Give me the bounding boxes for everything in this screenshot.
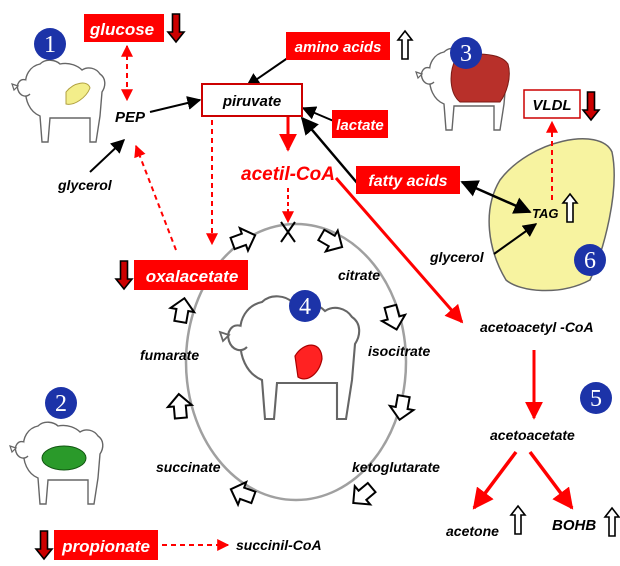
badge-1: 1	[34, 28, 66, 60]
blocked-icon	[280, 221, 296, 243]
ketoglutarate-label: ketoglutarate	[352, 459, 440, 475]
glycerol-tag-arrow	[493, 223, 538, 255]
acetil-acetoacetyl-arrow	[334, 177, 464, 324]
glucose-label: glucose	[89, 20, 154, 39]
svg-text:4: 4	[299, 294, 311, 320]
acetoacetate-label: acetoacetate	[490, 427, 575, 443]
cycle-arrow-icon	[344, 477, 381, 514]
acetil-coa-label: acetil-CoA	[241, 164, 335, 185]
oxalacetate-pep-arrow	[134, 144, 177, 251]
fumarate-label: fumarate	[140, 347, 199, 363]
propionate-label: propionate	[61, 537, 150, 556]
arrow-down-icon	[167, 13, 185, 43]
lactate-box	[332, 110, 388, 138]
svg-text:5: 5	[590, 386, 602, 412]
amino-acids-arrow	[245, 54, 293, 87]
cycle-arrow-icon	[314, 223, 350, 259]
acetoacetate-bohb-arrow	[528, 450, 574, 510]
badge-5: 5	[580, 382, 612, 414]
badge-6: 6	[574, 244, 606, 276]
propionate-box	[54, 530, 158, 560]
sheep-rumen-illustration	[9, 421, 104, 505]
pyruvate-box	[201, 83, 303, 117]
svg-text:6: 6	[584, 248, 596, 274]
arrow-down-icon	[582, 91, 600, 121]
oxalacetate-box	[134, 260, 248, 290]
sheep-center-illustration	[218, 295, 361, 421]
arrow-down-icon	[35, 530, 53, 560]
acetone-label: acetone	[446, 523, 499, 539]
vldl-box	[523, 89, 581, 119]
arrow-up-icon	[397, 30, 413, 60]
tca-cycle-ring	[184, 222, 408, 502]
cycle-arrow-icon	[386, 393, 417, 423]
fatty-acids-box	[356, 166, 460, 194]
amino-acids-label: amino acids	[295, 39, 382, 56]
tag-label: TAG	[532, 206, 558, 221]
bohb-label: BOHB	[552, 517, 596, 534]
succinil-coa-label: succinil-CoA	[236, 537, 322, 553]
oxalacetate-label: oxalacetate	[146, 267, 239, 286]
glycerol-left-label: glycerol	[57, 177, 113, 193]
arrow-down-icon	[115, 260, 133, 290]
acetoacetyl-coa-label: acetoacetyl -CoA	[480, 319, 594, 335]
acetoacetate-acetone-arrow	[472, 450, 518, 510]
svg-text:1: 1	[44, 32, 56, 58]
glycerol-pep-arrow	[89, 139, 126, 173]
fatty-acids-label: fatty acids	[368, 173, 447, 190]
fatty-acids-tag-arrow	[460, 180, 532, 214]
fatty-acids-pyruvate-arrow	[300, 116, 359, 185]
glycerol-right-label: glycerol	[429, 249, 485, 265]
pyruvate-label: piruvate	[222, 93, 281, 110]
badge-2: 2	[45, 387, 77, 419]
lactate-arrow	[301, 106, 337, 123]
badge-3: 3	[450, 37, 482, 69]
succinate-label: succinate	[156, 459, 221, 475]
glucose-box	[84, 14, 164, 42]
pep-pyruvate-arrow	[149, 96, 202, 113]
svg-text:2: 2	[55, 391, 67, 417]
arrow-up-icon	[510, 505, 526, 535]
svg-text:3: 3	[460, 41, 472, 67]
badge-4: 4	[289, 290, 321, 322]
isocitrate-label: isocitrate	[368, 343, 430, 359]
sheep-liver-illustration	[11, 59, 106, 143]
lactate-label: lactate	[336, 117, 384, 134]
pep-label: PEP	[115, 109, 146, 126]
arrow-up-icon	[604, 507, 620, 537]
amino-acids-box	[286, 32, 390, 60]
citrate-label: citrate	[338, 267, 380, 283]
vldl-label: VLDL	[532, 97, 571, 114]
